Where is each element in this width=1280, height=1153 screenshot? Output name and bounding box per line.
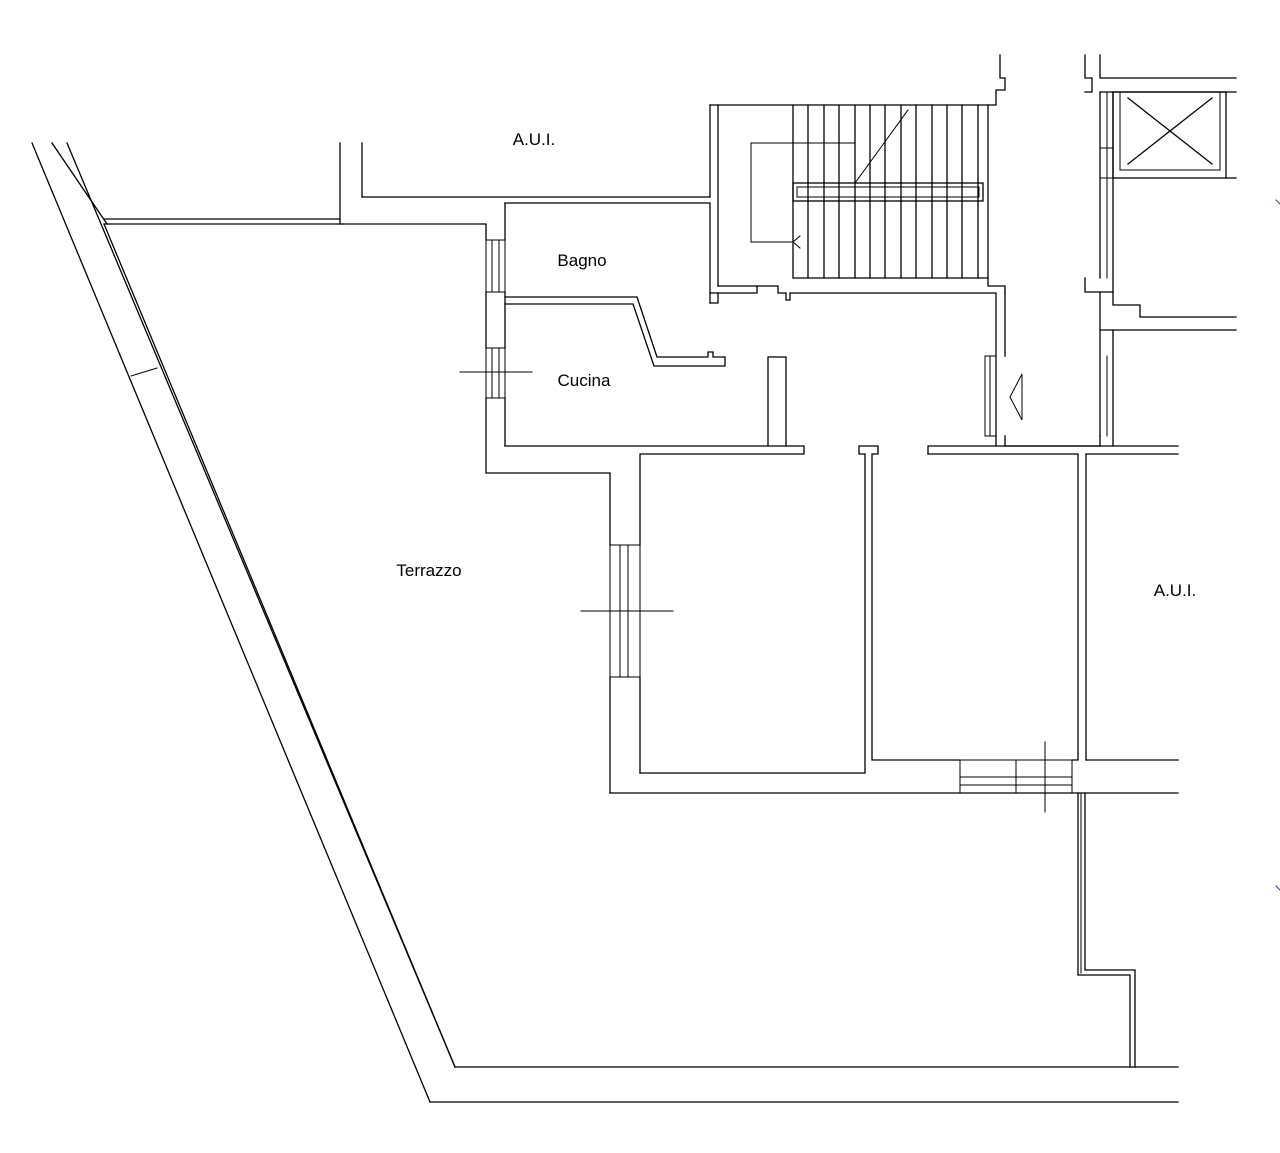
wall-aui-top <box>339 142 711 241</box>
edge-marker <box>1275 199 1280 205</box>
elevator-and-right-wing <box>1004 54 1237 447</box>
entrance-arrow-icon <box>1009 373 1023 421</box>
stair-arrow-icon <box>792 235 801 249</box>
wall-bagno-cucina <box>459 202 805 546</box>
room-label-aui-right: A.U.I. <box>1154 581 1197 600</box>
stair-core <box>709 54 1093 447</box>
room-label-cucina: Cucina <box>558 371 611 390</box>
wall-central <box>580 445 1179 1068</box>
edge-marker <box>1275 885 1280 891</box>
terrace-boundary <box>31 142 1179 1103</box>
room-label-terrazzo: Terrazzo <box>396 561 461 580</box>
elevator-cross-icon <box>1127 97 1213 165</box>
room-label-bagno: Bagno <box>557 251 606 270</box>
stair-treads <box>807 104 979 279</box>
room-label-aui-top: A.U.I. <box>513 130 556 149</box>
